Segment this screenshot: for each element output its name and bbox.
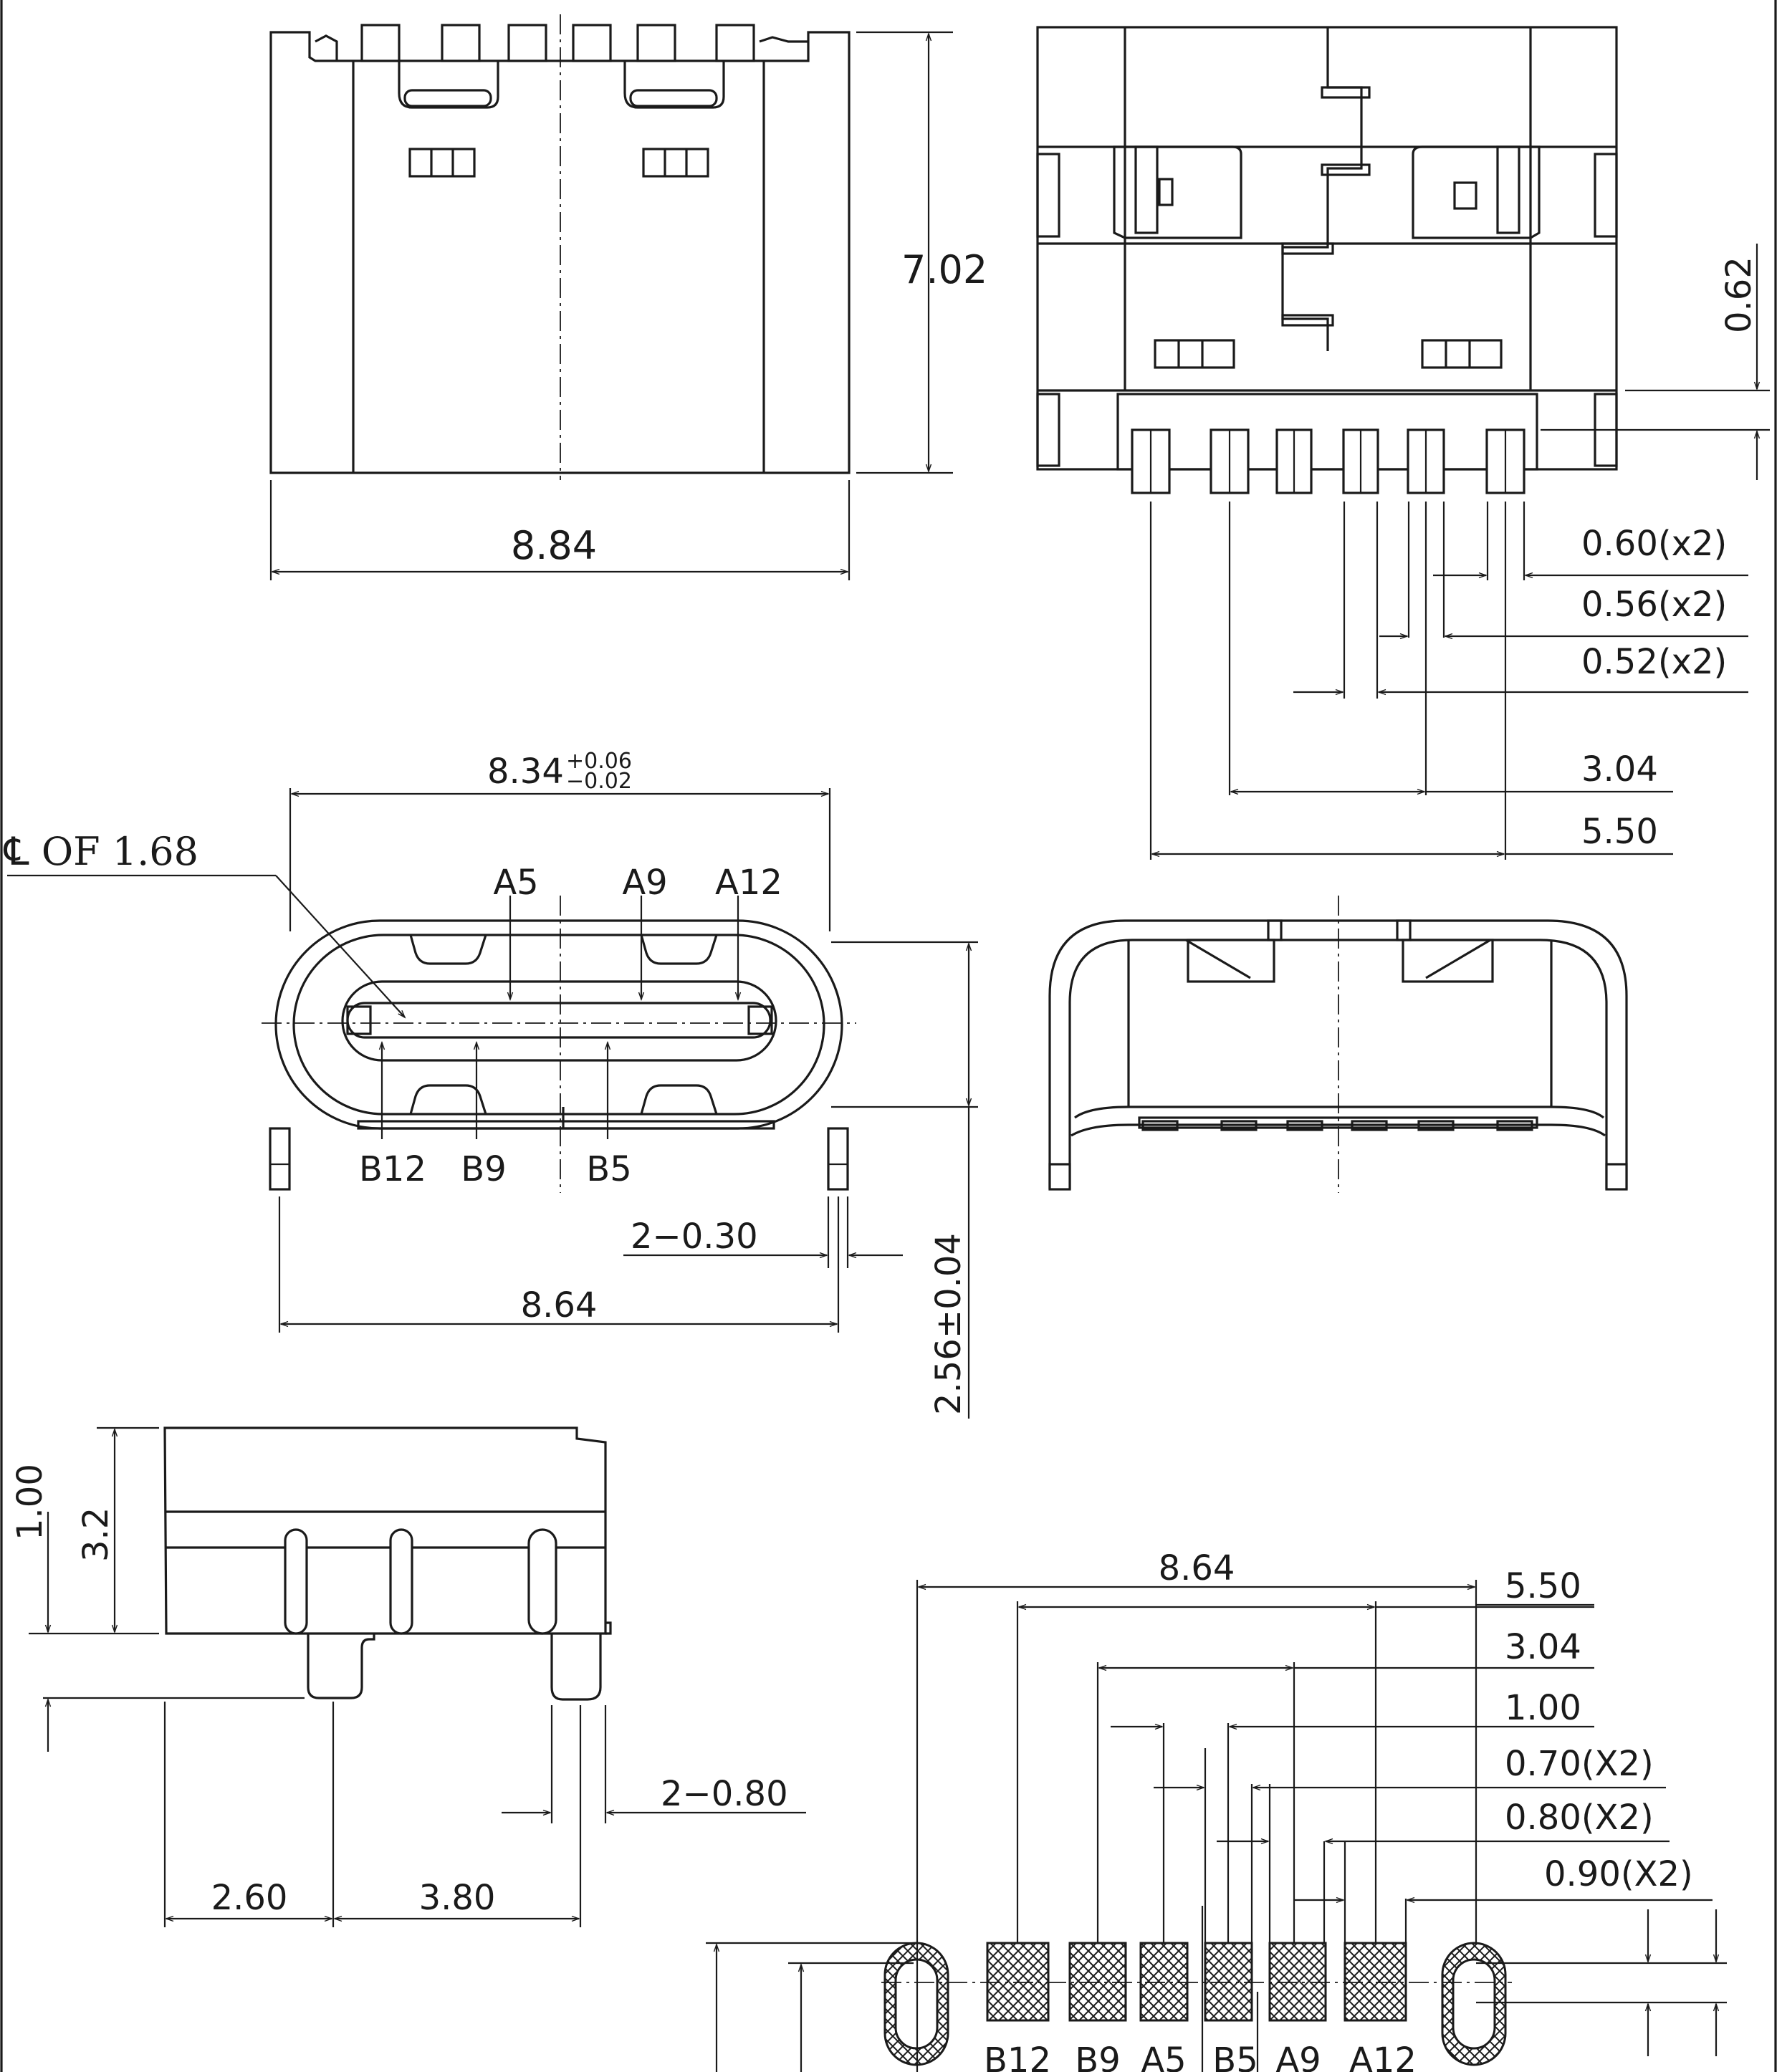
pin-b9: B9 (461, 1149, 506, 1189)
fp-dim-070: 0.70(X2) (1505, 1744, 1654, 1784)
fp-pad-a12: A12 (1349, 2040, 1417, 2072)
side-view: 1.00 3.2 2−0.80 2.60 3.80 (10, 1426, 806, 1927)
opening-width-label: 8.34 (487, 752, 564, 792)
side-dim-380: 3.80 (419, 1878, 496, 1918)
pin-a9: A9 (622, 863, 667, 903)
pin-a12: A12 (715, 863, 782, 903)
fp-pad-b12: B12 (984, 2040, 1051, 2072)
pin-a5: A5 (493, 863, 538, 903)
rear-dim-060: 0.60(x2) (1581, 524, 1727, 564)
centerline-note: ℄ OF 1.68 (3, 829, 198, 874)
fp-pad-a5: A5 (1141, 2040, 1186, 2072)
fp-pad-a9: A9 (1275, 2040, 1321, 2072)
leg-width-label: 2−0.80 (661, 1774, 788, 1814)
fp-pad-b5: B5 (1212, 2040, 1258, 2072)
fp-dim-304: 3.04 (1505, 1627, 1581, 1667)
rear-pins (1131, 428, 1525, 494)
top-height-label: 7.02 (901, 247, 987, 292)
pin-b5: B5 (586, 1149, 631, 1189)
opening-tol-plus: +0.06 (566, 749, 632, 774)
shield-view (1048, 896, 1628, 1193)
rear-dim-056: 0.56(x2) (1581, 585, 1727, 625)
front-height-label: 2.56±0.04 (929, 1233, 969, 1415)
fp-dim-550: 5.50 (1505, 1566, 1581, 1606)
side-dim-32: 3.2 (76, 1507, 116, 1562)
rear-dim-550: 5.50 (1581, 812, 1658, 852)
footprint-pads (986, 1942, 1407, 2022)
opening-tol-minus: −0.02 (566, 769, 632, 794)
fp-dim-090: 0.90(X2) (1544, 1854, 1693, 1894)
rear-dim-052: 0.52(x2) (1581, 642, 1727, 682)
fp-dim-080: 0.80(X2) (1505, 1798, 1654, 1838)
tab-span-label: 8.64 (521, 1285, 598, 1325)
footprint-view: 8.64 5.50 3.04 1.00 0.70(X2) 0.80(X2) 0.… (706, 1548, 1727, 2072)
fp-dim-100: 1.00 (1505, 1688, 1581, 1728)
rear-offset-label: 0.62 (1719, 256, 1759, 333)
fp-dim-864: 8.64 (1159, 1548, 1235, 1588)
top-view: 8.84 7.02 (269, 14, 987, 580)
top-width-label: 8.84 (511, 523, 597, 568)
rear-dim-304: 3.04 (1581, 749, 1658, 790)
front-view: 8.34 +0.06 −0.02 ℄ OF 1.68 A5 A9 A12 B12… (3, 749, 978, 1419)
tab-width-label: 2−0.30 (631, 1217, 758, 1257)
rear-view: 0.62 0.60(x2) 0.56(x2) 0.52(x2) 3.04 5.5… (1036, 26, 1770, 860)
pin-b12: B12 (359, 1149, 426, 1189)
fp-pad-b9: B9 (1075, 2040, 1120, 2072)
side-dim-260: 2.60 (211, 1878, 288, 1918)
top-contacts (315, 24, 808, 62)
side-dim-100: 1.00 (10, 1464, 50, 1540)
